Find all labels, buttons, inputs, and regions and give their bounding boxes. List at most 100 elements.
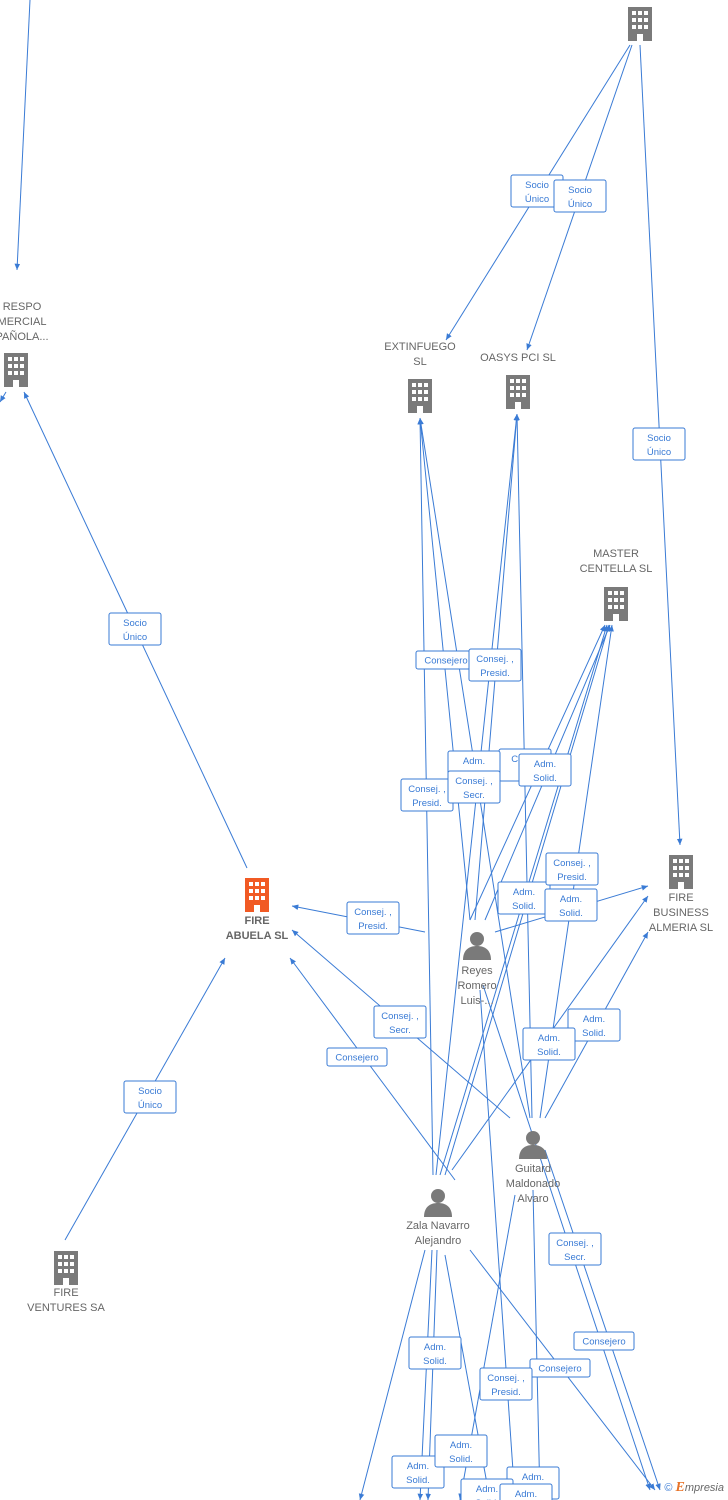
edge-label-text: Secr.	[389, 1025, 411, 1036]
edge-label-text: Adm.	[522, 1472, 544, 1483]
edge-label-box	[434, 1434, 488, 1468]
node-label: Guitard	[515, 1163, 551, 1175]
edge-label-text: Socio	[568, 185, 592, 196]
edge-label-text: Socio	[525, 180, 549, 191]
node-label: RESPO	[3, 301, 42, 313]
building-icon	[604, 587, 628, 621]
edge-label-text: Solid.	[512, 901, 536, 912]
edge-label-box	[522, 1027, 576, 1061]
edge-label-box	[544, 888, 598, 922]
edge-line	[0, 391, 7, 403]
edge-label: Adm. Solid.	[434, 1434, 488, 1468]
edge-label-box	[108, 612, 162, 646]
edge-label-text: Presid.	[557, 872, 587, 883]
edge-label: Consej. ,Presid.	[346, 901, 400, 935]
edge-label-text: Consejero	[424, 656, 467, 667]
edge-label-text: Adm.	[515, 1489, 537, 1500]
edge-label: Consej. ,Presid.	[468, 648, 522, 682]
edge-label: Consej. ,Presid.	[400, 778, 454, 812]
node-reyes[interactable]: ReyesRomeroLuis-...	[457, 932, 497, 1007]
edge-label-text: Consej. ,	[354, 907, 392, 918]
edge-label-text: Consej. ,	[455, 776, 493, 787]
edge-label-box	[548, 1232, 602, 1266]
edge-label-box	[408, 1336, 462, 1370]
person-icon	[424, 1189, 452, 1217]
node-label: Reyes	[461, 965, 493, 977]
node-ext[interactable]: EXTINFUEGO SL	[384, 341, 456, 413]
edge-label-box	[518, 753, 572, 787]
edge-label-box	[545, 852, 599, 886]
edge-label: Consejero	[415, 650, 477, 670]
edge-label-text: Adm.	[534, 759, 556, 770]
edge-label-text: Socio	[138, 1086, 162, 1097]
edge-label-text: Adm.	[476, 1484, 498, 1495]
node-cm[interactable]: RESPOMERCIALPAÑOLA...	[0, 301, 48, 387]
edge-label-text: Solid.	[537, 1047, 561, 1058]
edge-label-box	[447, 770, 501, 804]
edge-label-text: Consej. ,	[476, 654, 514, 665]
node-label: EXTINFUEGO	[384, 341, 456, 353]
edge-label-text: Socio	[123, 618, 147, 629]
node-label: MASTER	[593, 548, 639, 560]
edge-label: Consej. ,Secr.	[548, 1232, 602, 1266]
node-label: ALMERIA SL	[649, 922, 713, 934]
node-label: SL	[413, 356, 426, 368]
edge-label-text: Socio	[647, 433, 671, 444]
edge-label-text: Adm.	[424, 1342, 446, 1353]
edge-label-text: Solid.	[449, 1454, 473, 1465]
edge-label-text: Adm.	[513, 887, 535, 898]
edge-label-text: Consej. ,	[553, 858, 591, 869]
edge-label-text: Solid.	[406, 1475, 430, 1486]
edge-label: Consejero	[529, 1358, 591, 1378]
node-label: FIRE	[53, 1287, 78, 1299]
edge-line	[289, 957, 456, 1181]
edge-label: Consej. , Presid.	[545, 852, 599, 886]
edges-layer	[0, 0, 683, 1500]
building-icon	[408, 379, 432, 413]
edge-label-text: Consejero	[335, 1053, 378, 1064]
edge-label-text: Único	[123, 632, 147, 643]
edge-label-box	[553, 179, 607, 213]
edge-label-box	[567, 1008, 621, 1042]
edge-label-text: Adm.	[450, 1440, 472, 1451]
node-label: VENTURES SA	[27, 1302, 105, 1314]
node-label: FIRE	[244, 915, 269, 927]
edge-line	[14, 0, 31, 271]
node-fv[interactable]: FIRE VENTURES SA	[27, 1251, 105, 1314]
edge-label: Consej. ,Presid.	[479, 1367, 533, 1401]
brand-watermark: © Empresia	[664, 1480, 724, 1495]
edge-label-text: Consej. ,	[408, 784, 446, 795]
edge-label-box	[391, 1455, 445, 1489]
edge-label-box	[373, 1005, 427, 1039]
building-icon	[669, 855, 693, 889]
edge-label: Consej. ,Secr.	[447, 770, 501, 804]
edge-label-box	[632, 427, 686, 461]
edge-label-text: Solid.	[533, 773, 557, 784]
node-top[interactable]	[628, 7, 652, 41]
edge-label-text: Adm.	[463, 756, 485, 767]
node-label: BUSINESS	[653, 907, 709, 919]
node-oas[interactable]: OASYS PCI SL	[480, 352, 556, 409]
node-label: Maldonado	[506, 1178, 560, 1190]
edge-label-box	[499, 1483, 553, 1500]
node-label: Alejandro	[415, 1235, 461, 1247]
edge-label-text: Único	[568, 199, 592, 210]
building-icon	[4, 353, 28, 387]
building-icon	[245, 878, 269, 912]
edge-label: Adm.Solid.	[408, 1336, 462, 1370]
edge-label: Adm.Solid.	[544, 888, 598, 922]
person-icon	[463, 932, 491, 960]
edge-label-text: Solid.	[582, 1028, 606, 1039]
edge-line	[532, 1189, 543, 1500]
edge-label: Consejero	[326, 1047, 388, 1067]
building-icon	[54, 1251, 78, 1285]
